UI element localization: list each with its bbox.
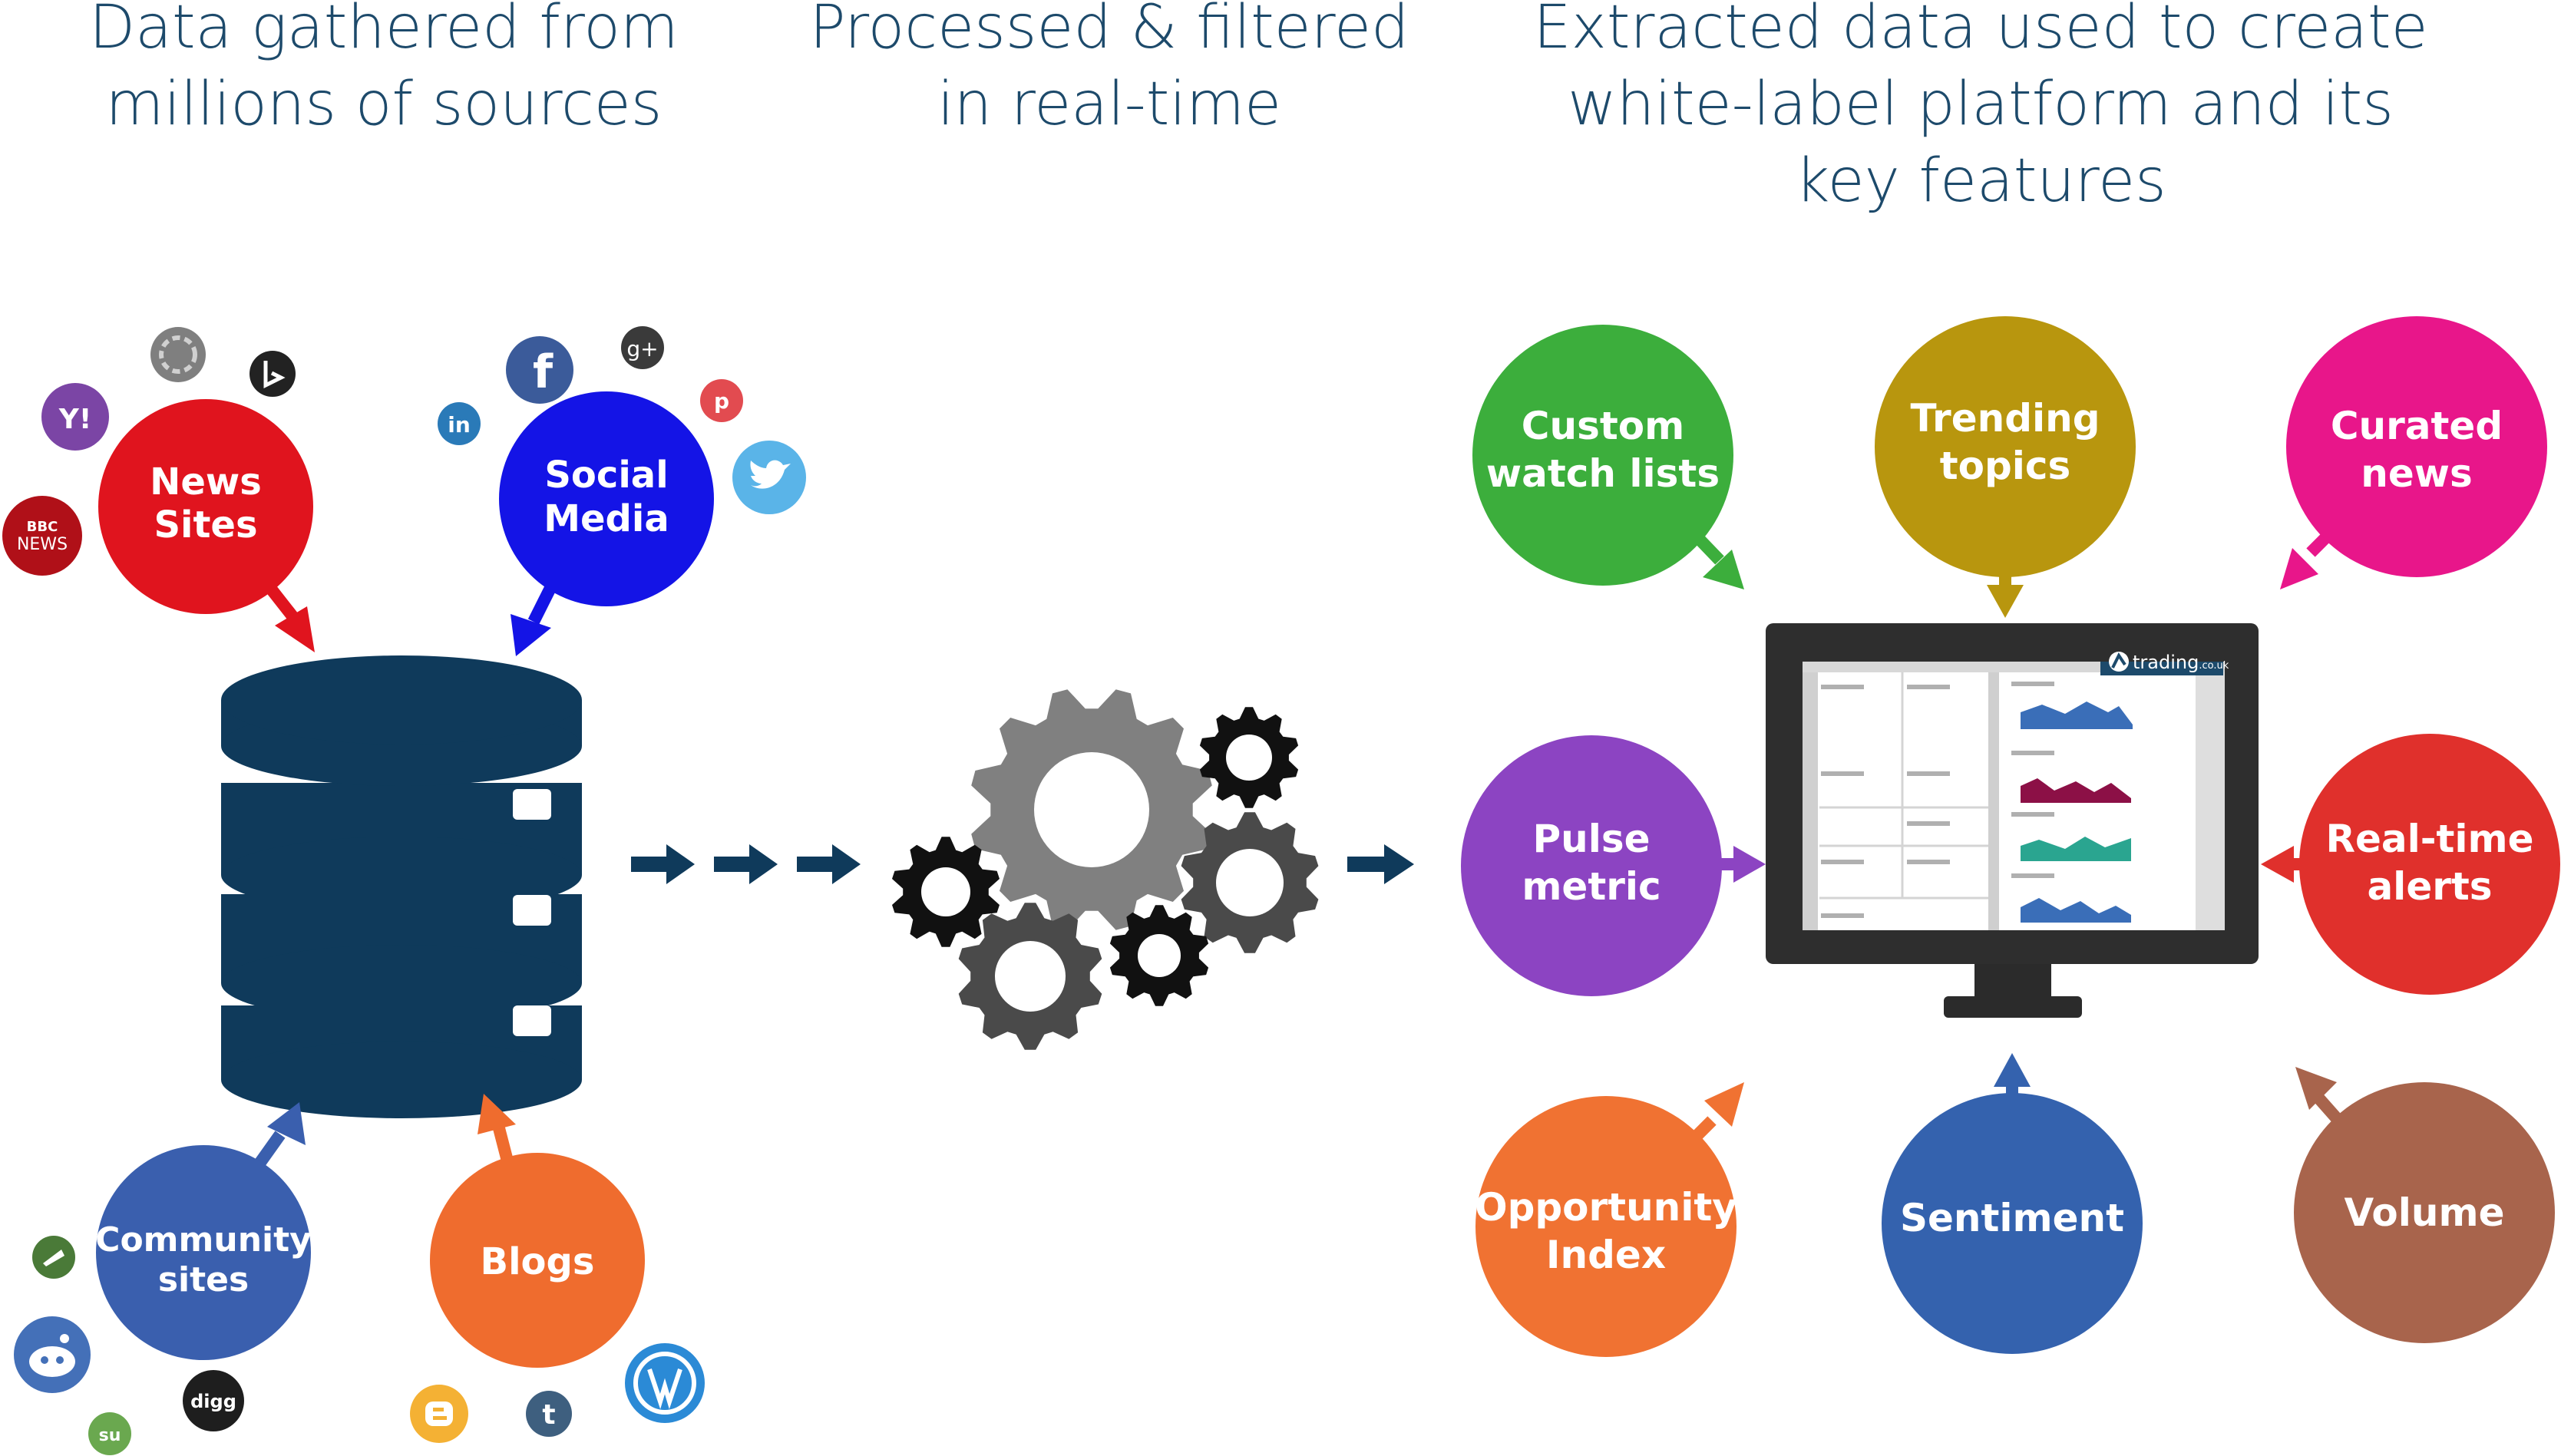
google-plus-icon-text: g+ — [626, 336, 658, 362]
trending-topics-bubble: Trending topics — [1875, 316, 2136, 618]
heading-col1-line2: millions of sources — [105, 70, 663, 139]
gear-small-top-icon — [1199, 707, 1299, 808]
pinterest-icon: p — [700, 379, 743, 422]
pinterest-icon-text: p — [714, 388, 729, 414]
database-icon — [221, 655, 582, 1118]
curated-news-bubble: Curated news — [2280, 316, 2547, 589]
custom-watch-lists-label-1: Custom — [1522, 404, 1684, 448]
digg-icon-text: digg — [190, 1391, 236, 1412]
tumblr-icon: t — [526, 1391, 572, 1437]
heading-col3-line1: Extracted data used to create — [1533, 0, 2428, 62]
facebook-icon-text: f — [533, 345, 554, 399]
heading-col1-line1: Data gathered from — [89, 0, 679, 62]
news-sites-label-2: Sites — [154, 503, 257, 546]
pulse-metric-label-2: metric — [1522, 864, 1661, 909]
linkedin-icon: in — [438, 402, 481, 445]
blogs-label: Blogs — [481, 1240, 595, 1283]
heading-processed: Processed & filtered in real-time — [745, 0, 1474, 143]
digg-icon: digg — [183, 1370, 244, 1431]
reddit-icon — [14, 1316, 91, 1393]
flow-arrows-to-gears — [631, 844, 861, 884]
twitter-icon — [732, 441, 806, 514]
tumblr-icon-text: t — [542, 1399, 555, 1431]
trending-topics-label-2: topics — [1940, 444, 2071, 488]
bbc-icon-text-2: NEWS — [17, 535, 68, 554]
gear-medium-bottom-icon — [958, 903, 1102, 1050]
real-time-alerts-label-2: alerts — [2367, 864, 2492, 909]
linkedin-icon-text: in — [448, 412, 471, 437]
bbc-icon-text-1: BBC — [27, 519, 58, 535]
monitor-icon: trading.co.uk — [1766, 623, 2259, 1018]
gear-medium-right-icon — [1181, 812, 1319, 953]
heading-data-gathered: Data gathered from millions of sources — [31, 0, 737, 143]
heading-col3-line3: key features — [1795, 147, 2166, 216]
flow-arrow-to-monitor — [1347, 844, 1414, 884]
blogger-icon — [410, 1385, 468, 1443]
stumbleupon-icon: su — [88, 1412, 131, 1455]
facebook-icon: f — [506, 336, 573, 404]
android-icon — [32, 1236, 75, 1279]
social-media-label-1: Social — [544, 454, 668, 497]
real-time-alerts-bubble: Real-time alerts — [2261, 734, 2560, 995]
social-media-label-2: Media — [544, 497, 669, 540]
opportunity-index-label-1: Opportunity — [1475, 1185, 1737, 1230]
community-sites-bubble: Community sites — [95, 1102, 312, 1360]
volume-bubble: Volume — [2294, 1067, 2555, 1343]
bbc-news-icon: BBC NEWS — [2, 496, 82, 576]
sentiment-bubble: Sentiment — [1882, 1053, 2143, 1354]
pulse-metric-bubble: Pulse metric — [1461, 735, 1766, 996]
gear-large-icon — [971, 689, 1212, 930]
social-media-bubble: Social Media — [499, 391, 714, 656]
heading-col2-line2: in real-time — [937, 70, 1282, 139]
monitor-brand: trading.co.uk — [2133, 652, 2229, 673]
blogs-bubble: Blogs — [430, 1094, 645, 1368]
custom-watch-lists-label-2: watch lists — [1486, 451, 1720, 496]
gear-small-bottom-icon — [1109, 905, 1209, 1006]
yahoo-icon: Y! — [41, 383, 109, 451]
community-sites-label-2: sites — [158, 1260, 249, 1299]
custom-watch-lists-bubble: Custom watch lists — [1472, 325, 1744, 589]
heading-extracted: Extracted data used to create white-labe… — [1505, 0, 2457, 220]
news-sites-label-1: News — [150, 461, 262, 503]
news-sites-bubble: News Sites — [98, 399, 315, 652]
stumbleupon-icon-text: su — [99, 1426, 121, 1445]
opportunity-index-bubble: Opportunity Index — [1475, 1082, 1744, 1357]
sentiment-label: Sentiment — [1900, 1196, 2124, 1240]
yahoo-icon-text: Y! — [58, 404, 92, 435]
gear-small-left-icon — [892, 837, 1000, 947]
curated-news-label-1: Curated — [2331, 404, 2503, 448]
pulse-metric-label-1: Pulse — [1532, 817, 1650, 861]
heading-col3-line2: white-label platform and its — [1568, 70, 2394, 139]
community-sites-label-1: Community — [95, 1220, 312, 1260]
heading-col2-line1: Processed & filtered — [809, 0, 1409, 62]
google-plus-icon: g+ — [621, 326, 664, 369]
curated-news-label-2: news — [2361, 451, 2472, 496]
swirl-icon — [150, 327, 206, 382]
opportunity-index-label-2: Index — [1546, 1233, 1666, 1277]
bing-icon — [249, 351, 296, 397]
volume-label: Volume — [2344, 1190, 2504, 1235]
trending-topics-label-1: Trending — [1910, 396, 2100, 441]
wordpress-icon — [625, 1343, 705, 1423]
real-time-alerts-label-1: Real-time — [2325, 817, 2533, 861]
